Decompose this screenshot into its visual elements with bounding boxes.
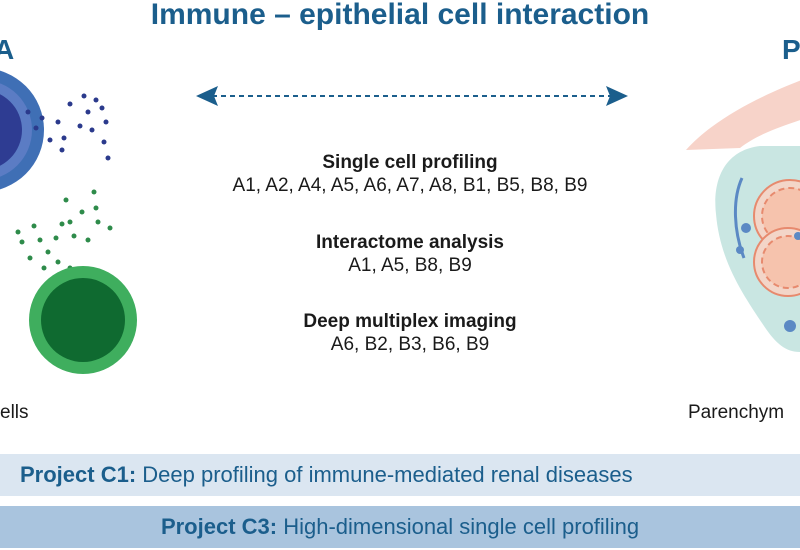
project-banner-c3: Project C3: High-dimensional single cell… (0, 506, 800, 548)
project-description: Deep profiling of immune-mediated renal … (136, 462, 633, 487)
figure-title: Immune – epithelial cell interaction (150, 0, 650, 31)
method-heading: Deep multiplex imaging (303, 311, 517, 332)
caption-parenchyma: Parenchym (688, 402, 785, 423)
caption-immune-cells: ells (0, 402, 29, 423)
interaction-arrow (196, 86, 628, 106)
method-heading: Single cell profiling (322, 152, 498, 173)
method-projects: A1, A5, B8, B9 (348, 255, 472, 276)
project-description: High-dimensional single cell profiling (277, 514, 640, 539)
method-projects: A6, B2, B3, B6, B9 (330, 334, 490, 355)
panel-label-right: P (782, 34, 800, 65)
method-deep-multiplex-imaging: Deep multiplex imaging A6, B2, B3, B6, B… (150, 310, 670, 357)
panel-label-left: A (0, 34, 15, 65)
method-interactome-analysis: Interactome analysis A1, A5, B8, B9 (150, 231, 670, 278)
blue-particles (25, 93, 111, 161)
kidney-tissue (686, 80, 800, 352)
green-particles (15, 189, 113, 271)
project-label: Project C3: (160, 514, 278, 539)
project-label: Project C1: (20, 462, 137, 487)
blue-immune-cell (0, 70, 44, 190)
green-immune-cell (29, 266, 137, 374)
method-heading: Interactome analysis (316, 232, 504, 253)
project-banner-c1: Project C1: Deep profiling of immune-med… (0, 454, 800, 496)
method-projects: A1, A2, A4, A5, A6, A7, A8, B1, B5, B8, … (232, 175, 588, 196)
method-single-cell-profiling: Single cell profiling A1, A2, A4, A5, A6… (150, 151, 670, 198)
